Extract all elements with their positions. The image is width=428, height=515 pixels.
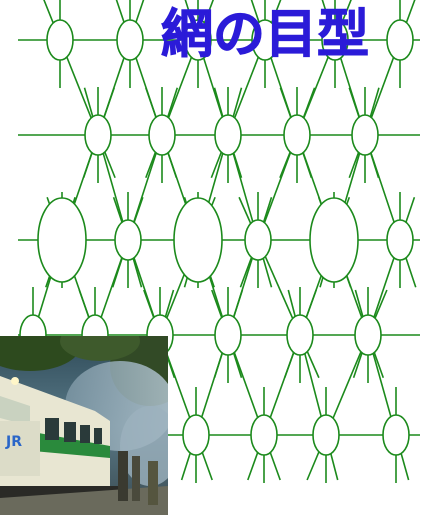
mesh-node bbox=[85, 115, 111, 155]
mesh-node bbox=[287, 315, 313, 355]
mesh-node bbox=[183, 415, 209, 455]
mesh-node bbox=[245, 220, 271, 260]
mesh-node bbox=[355, 315, 381, 355]
mesh-node bbox=[352, 115, 378, 155]
mesh-node bbox=[115, 220, 141, 260]
mesh-node bbox=[174, 198, 222, 282]
mesh-node bbox=[215, 315, 241, 355]
mesh-node bbox=[47, 20, 73, 60]
mesh-node bbox=[38, 198, 86, 282]
mesh-node bbox=[383, 415, 409, 455]
mesh-node bbox=[149, 115, 175, 155]
mesh-node bbox=[313, 415, 339, 455]
page-title: 網の目型 bbox=[140, 0, 390, 70]
mesh-node bbox=[215, 115, 241, 155]
mesh-node bbox=[284, 115, 310, 155]
mesh-node bbox=[251, 415, 277, 455]
train-photo: JR bbox=[0, 336, 168, 515]
mesh-node bbox=[387, 220, 413, 260]
mesh-node bbox=[310, 198, 358, 282]
svg-text:JR: JR bbox=[5, 434, 22, 450]
mesh-node bbox=[387, 20, 413, 60]
